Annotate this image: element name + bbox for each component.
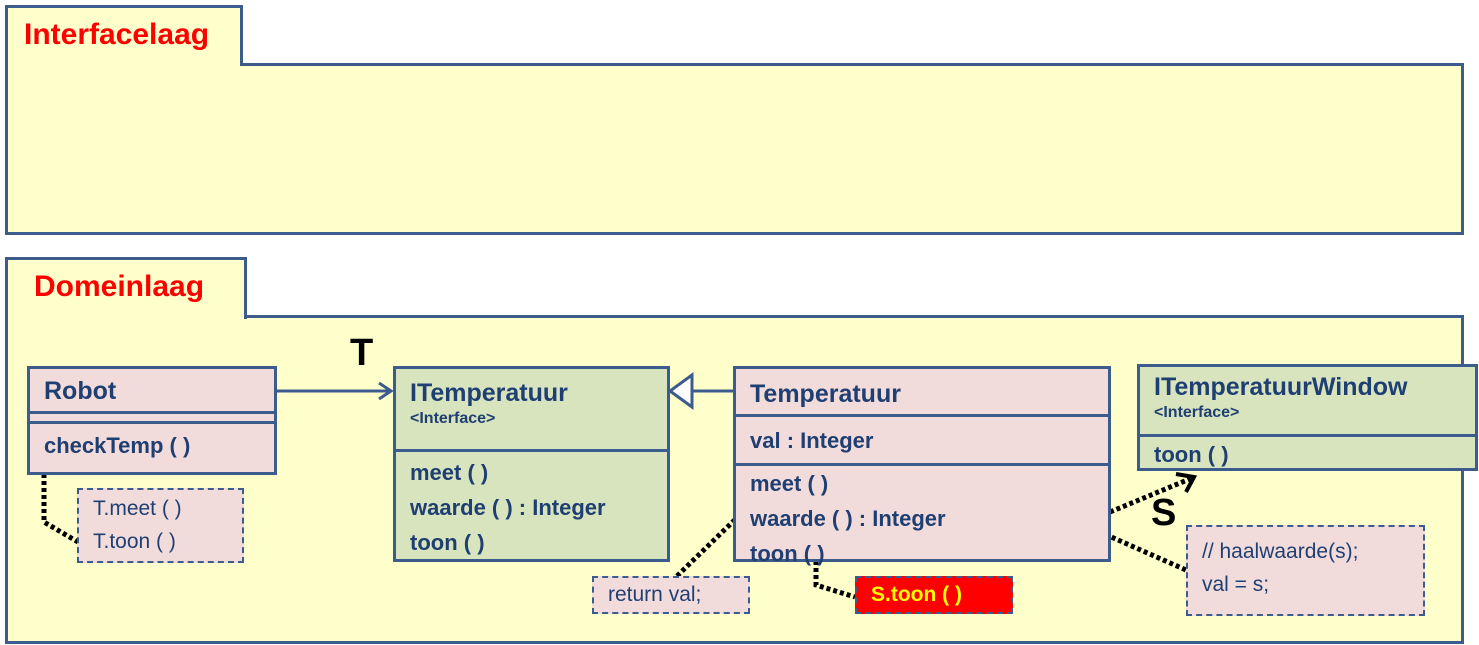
method: meet ( ) [750,471,829,496]
class-itemperatuur[interactable]: ITemperatuur <Interface> meet ( ) waarde… [393,366,670,562]
label-t: T [350,332,374,374]
attributes-section [30,414,274,424]
class-temperatuur[interactable]: Temperatuur val : Integer meet ( ) waard… [733,366,1111,566]
attribute: val : Integer [736,417,1108,466]
label-s: S [1151,492,1177,534]
class-itemperatuurwindow[interactable]: ITemperatuurWindow <Interface> toon ( ) [1137,364,1478,471]
note-link-return [675,506,749,578]
class-name: ITemperatuur [410,379,568,407]
note-meet-impl: // haalwaarde(s); val = s; [1186,525,1425,616]
note-line: val = s; [1202,573,1270,596]
dependency-line [1109,475,1193,515]
inheritance-triangle-icon [667,372,694,410]
method: waarde ( ) : Integer [410,495,606,520]
dependency-arrow-icon [1175,472,1198,493]
class-robot[interactable]: Robot checkTemp ( ) [27,366,277,475]
class-name: ITemperatuurWindow [1154,373,1408,401]
class-name: Robot [30,369,274,414]
interface-layer-title: Interfacelaag [24,18,210,51]
note-robot-calls: T.meet ( ) T.toon ( ) [77,488,244,563]
method: toon ( ) [1154,442,1229,467]
method: toon ( ) [410,530,485,555]
stereotype: <Interface> [1154,404,1240,421]
method: meet ( ) [410,460,489,485]
class-name: Temperatuur [736,369,1108,417]
note-s-toon: S.toon ( ) [855,576,1013,614]
stereotype: <Interface> [410,410,496,427]
note-line: T.meet ( ) [93,497,182,520]
note-return-val: return val; [592,576,750,614]
note-line: // haalwaarde(s); [1202,540,1359,563]
domain-layer-tab: Domeinlaag [5,257,247,319]
domain-layer-title: Domeinlaag [34,270,205,303]
method: waarde ( ) : Integer [750,506,946,531]
note-line: T.toon ( ) [93,530,176,553]
interface-layer-panel [5,63,1464,235]
method: checkTemp ( ) [44,433,191,458]
method: toon ( ) [750,541,825,566]
open-arrow-icon [378,381,394,401]
interface-layer-tab: Interfacelaag [5,5,243,66]
